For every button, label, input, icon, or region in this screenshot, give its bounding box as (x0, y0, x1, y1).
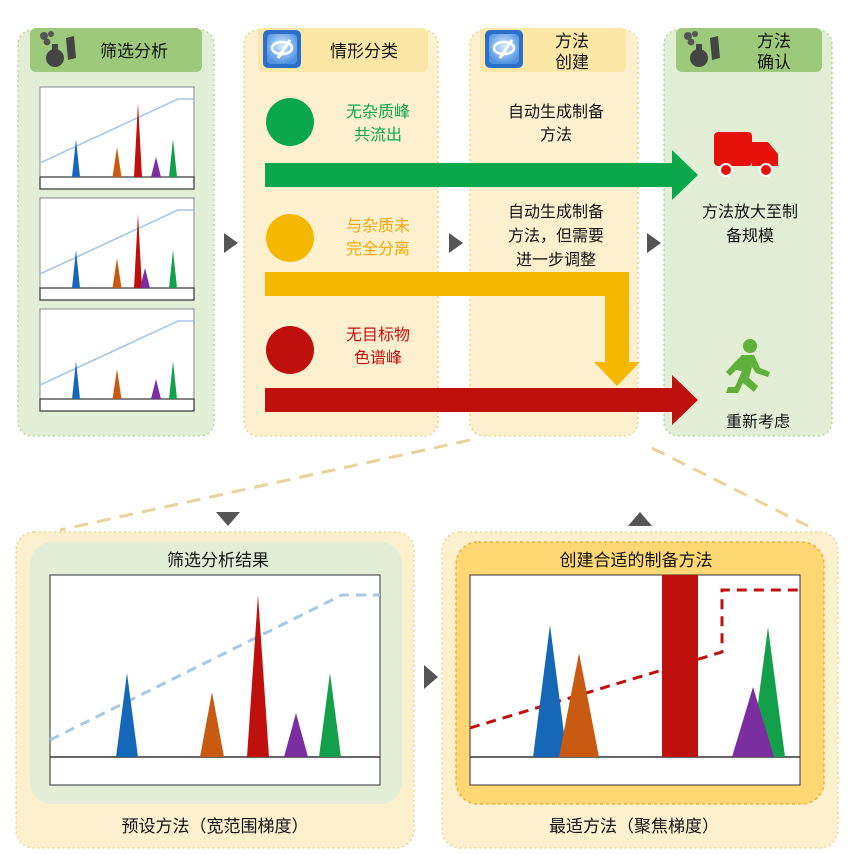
chromatogram-peak (112, 258, 122, 288)
running-person-icon (726, 339, 770, 393)
mini-chromatogram (39, 308, 195, 412)
chromatogram-peak (112, 147, 122, 177)
chromatogram-peak (134, 214, 142, 288)
flow-pointer-icon (449, 233, 463, 253)
case-yellow-dot (266, 214, 314, 262)
chromatogram-peak (533, 625, 567, 757)
chromatogram-peak (72, 361, 80, 399)
case-green-label-1: 无杂质峰 (346, 102, 410, 121)
chromatogram-peak (134, 103, 142, 177)
instrument-logo-icon (263, 30, 301, 68)
zoom-guide-left (59, 438, 471, 532)
case-red-label-2: 色谱峰 (354, 348, 402, 367)
confirm-title-line2: 确认 (757, 53, 791, 73)
chromatogram-peak (319, 673, 341, 757)
chromatogram-peak (72, 139, 80, 177)
case-green-action-1: 自动生成制备 (508, 102, 604, 121)
arrow-yellow (265, 272, 640, 386)
screening-title: 筛选分析 (100, 42, 168, 62)
chromatogram-peak (200, 692, 224, 757)
case-red-label-1: 无目标物 (346, 325, 410, 344)
chromatogram-peak (169, 250, 177, 288)
mini-chromatogram (39, 197, 195, 301)
bottom-left-title: 筛选分析结果 (167, 551, 269, 571)
gradient-line (49, 593, 380, 742)
chromatogram-peak (151, 379, 161, 399)
lab-flask-icon (40, 31, 76, 67)
case-yellow-action-1: 自动生成制备 (508, 202, 604, 221)
classify-title: 情形分类 (330, 42, 398, 62)
case-yellow-label-2: 完全分离 (346, 239, 410, 258)
gradient-line (39, 320, 194, 386)
chromatogram-peak (662, 575, 698, 757)
instrument-logo-icon (485, 30, 523, 68)
zoom-guide-right (651, 446, 809, 528)
case-green-dot (266, 98, 314, 146)
gradient-line (39, 209, 194, 275)
create-title-line1: 方法 (555, 32, 589, 52)
flow-pointer-icon (647, 233, 661, 253)
create-title-line2: 创建 (555, 53, 589, 73)
chromatogram-peak (151, 157, 161, 177)
bottom-right-title: 创建合适的制备方法 (560, 551, 713, 571)
chromatogram-peak (169, 361, 177, 399)
chromatogram-peak (116, 673, 138, 757)
chromatogram-peak (247, 595, 269, 757)
mini-chromatogram (39, 86, 195, 190)
outcome-reconsider: 重新考虑 (726, 412, 790, 431)
flow-pointer-icon (224, 233, 238, 253)
chromatogram-peak (559, 653, 599, 757)
outcome-scale-up-2: 备规模 (726, 226, 774, 245)
flow-up-pointer-icon (628, 512, 652, 526)
gradient-line (469, 588, 800, 730)
arrow-red (265, 375, 698, 425)
arrow-green (265, 150, 698, 200)
flow-pointer-icon (424, 665, 438, 689)
case-green-label-2: 共流出 (354, 125, 402, 144)
confirm-title-line1: 方法 (757, 32, 791, 52)
case-yellow-action-3: 进一步调整 (516, 250, 596, 269)
chromatogram-peak (169, 139, 177, 177)
lab-flask-icon (684, 31, 720, 67)
outcome-scale-up-1: 方法放大至制 (702, 202, 798, 221)
case-yellow-action-2: 方法，但需要 (508, 226, 604, 245)
case-green-action-2: 方法 (540, 125, 572, 144)
chromatogram-peak (72, 250, 80, 288)
chromatogram-peak (284, 713, 308, 757)
truck-icon (714, 132, 778, 177)
bottom-right-caption: 最适方法（聚焦梯度） (549, 817, 719, 837)
gradient-line (39, 98, 194, 164)
chromatogram-peak (732, 687, 774, 757)
case-yellow-label-1: 与杂质未 (346, 216, 410, 235)
chromatogram-peak (140, 268, 150, 288)
flow-down-pointer-icon (216, 512, 240, 526)
chromatogram-peak (112, 369, 122, 399)
case-red-dot (266, 326, 314, 374)
bottom-left-caption: 预设方法（宽范围梯度） (122, 817, 309, 837)
